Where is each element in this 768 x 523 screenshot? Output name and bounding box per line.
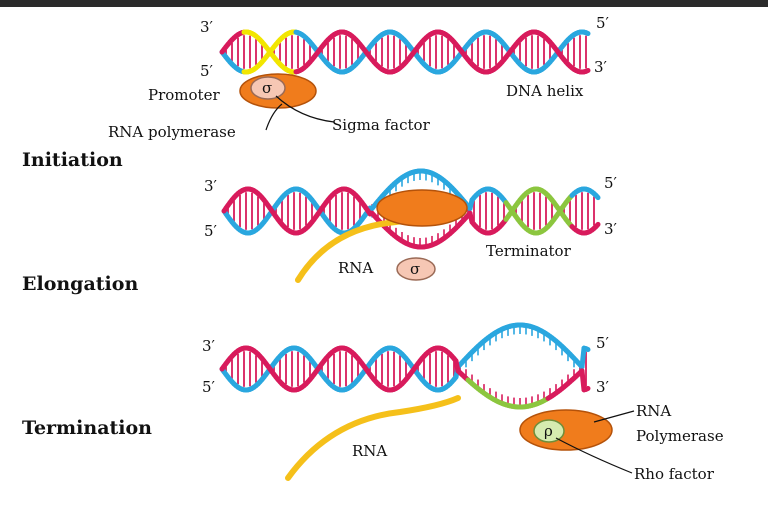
termination-5prime-right: 5′ xyxy=(596,334,610,352)
terminator-label: Terminator xyxy=(486,242,572,260)
template-strand-segment xyxy=(579,345,587,370)
rho-symbol: ρ xyxy=(544,422,553,440)
rna-transcript-released xyxy=(285,395,461,481)
rho-factor-label: Rho factor xyxy=(634,465,715,483)
rho-factor xyxy=(533,419,565,443)
rna-polymerase-elongation xyxy=(376,189,468,227)
elongation-panel: 3′ 5′ 5′ 3′ σ RNA Terminator Elongation xyxy=(22,168,618,295)
template-strand-segment xyxy=(583,30,591,37)
dna-helix-initiation xyxy=(219,29,591,75)
sigma-factor-pointer xyxy=(275,95,335,123)
coding-strand-segment xyxy=(593,221,601,230)
elongation-3prime-left: 3′ xyxy=(204,177,218,195)
initiation-5prime-right: 5′ xyxy=(596,14,610,32)
coding-strand-segment xyxy=(583,67,591,74)
sigma-factor-label: Sigma factor xyxy=(332,116,431,134)
released-sigma-symbol: σ xyxy=(410,260,420,278)
initiation-3prime-right: 3′ xyxy=(594,58,608,76)
rho-factor-pointer xyxy=(555,437,633,474)
rna-polymerase-pointer xyxy=(265,103,283,131)
rna-label-elongation: RNA xyxy=(338,259,373,277)
rna-polymerase-label-line2: Polymerase xyxy=(636,427,724,445)
rna-polymerase-label-line1: RNA xyxy=(636,402,671,420)
stage-elongation: Elongation xyxy=(22,273,138,295)
rna-label-termination: RNA xyxy=(352,442,387,460)
termination-3prime-right: 3′ xyxy=(596,378,610,396)
sigma-symbol-initiation: σ xyxy=(262,79,272,97)
initiation-panel: 3′ 5′ 5′ 3′ σ Promoter DNA helix RNA pol… xyxy=(22,14,610,171)
dna-helix-label: DNA helix xyxy=(506,82,584,100)
promoter-label: Promoter xyxy=(148,86,220,104)
initiation-5prime-left: 5′ xyxy=(200,62,214,80)
elongation-5prime-left: 5′ xyxy=(204,222,218,240)
released-sigma-factor xyxy=(396,257,436,281)
termination-5prime-left: 5′ xyxy=(202,378,216,396)
stage-termination: Termination xyxy=(22,417,152,439)
top-bar xyxy=(0,0,768,7)
elongation-5prime-right: 5′ xyxy=(604,174,618,192)
coding-strand-segment xyxy=(579,368,587,393)
stage-initiation: Initiation xyxy=(22,149,123,171)
sigma-factor-initiation xyxy=(250,76,286,100)
template-strand-segment xyxy=(593,192,601,201)
coding-strand-segment xyxy=(583,385,591,392)
termination-panel: 3′ 5′ 5′ 3′ RNA ρ RNA Polymerase Rho fac… xyxy=(22,322,724,483)
rna-polymerase-pointer-termination xyxy=(593,410,635,423)
elongation-3prime-right: 3′ xyxy=(604,220,618,238)
termination-3prime-left: 3′ xyxy=(202,337,216,355)
initiation-3prime-left: 3′ xyxy=(200,18,214,36)
rna-polymerase-label: RNA polymerase xyxy=(108,123,236,141)
dna-helix-termination xyxy=(219,322,591,410)
template-strand-segment xyxy=(583,346,591,353)
